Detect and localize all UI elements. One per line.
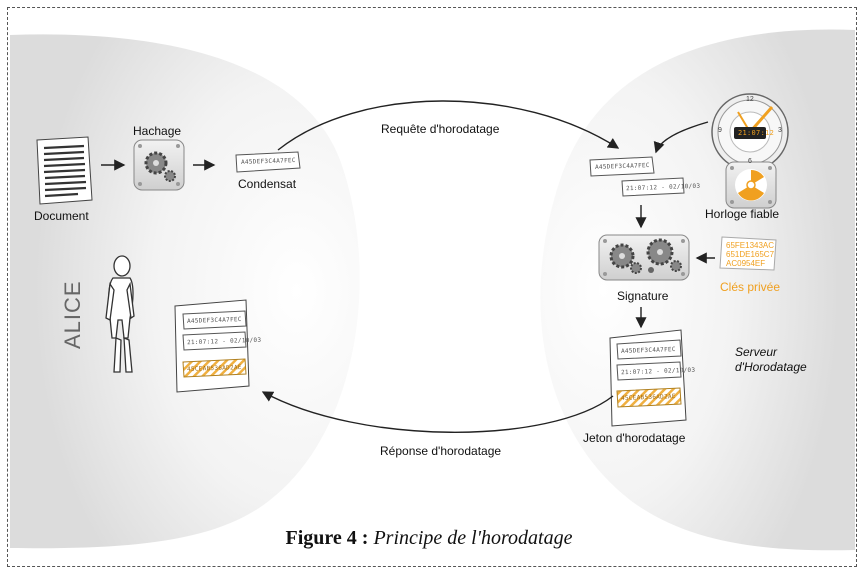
alice-figure: [105, 255, 135, 373]
key-line-2: 651DE165C7: [726, 250, 775, 259]
clock-label: Horloge fiable: [705, 207, 780, 221]
server-label: Serveur d'Horodatage: [735, 345, 807, 374]
clock-time-text: 21:07:12: [738, 129, 775, 137]
datetime-token: [621, 177, 685, 197]
digest-label: Condensat: [238, 177, 297, 191]
clock-numeral-12: 12: [746, 96, 754, 103]
caption-number: Figure 4 :: [285, 527, 369, 549]
clock-numeral-6: 6: [748, 158, 752, 165]
request-label: Requête d'horodatage: [381, 122, 500, 136]
key-line-1: 65FE1343AC: [726, 241, 775, 250]
digest-token: [235, 151, 301, 173]
clock-numeral-3: 3: [778, 127, 782, 134]
response-label: Réponse d'horodatage: [380, 444, 502, 458]
received-hash-token: [589, 156, 655, 177]
key-line-3: AC0954EF: [726, 259, 766, 268]
document-label: Document: [34, 209, 89, 223]
private-key-note: [719, 236, 777, 271]
hash-label: Hachage: [133, 124, 182, 138]
request-arrow: [277, 100, 620, 151]
clock-icon: [711, 93, 789, 171]
atomic-clock-icon: [725, 161, 777, 209]
figure-caption: Figure 4 : Principe de l'horodatage: [0, 527, 858, 550]
server-zone: [540, 29, 855, 551]
token-label: Jeton d'horodatage: [583, 431, 686, 445]
received-token-doc: [174, 299, 250, 393]
timestamp-token-doc: [609, 329, 687, 427]
signature-label: Signature: [617, 289, 669, 303]
keys-label: Clés privée: [720, 280, 781, 294]
clock-numeral-9: 9: [718, 127, 722, 134]
alice-label: ALICE: [60, 280, 85, 349]
hash-function-icon: [133, 139, 185, 191]
arrow-clock-to-server: [653, 121, 709, 154]
caption-title: Principe de l'horodatage: [373, 527, 573, 549]
signature-engine-icon: [598, 234, 690, 281]
document-icon: [36, 136, 93, 205]
response-arrow: [261, 391, 614, 433]
